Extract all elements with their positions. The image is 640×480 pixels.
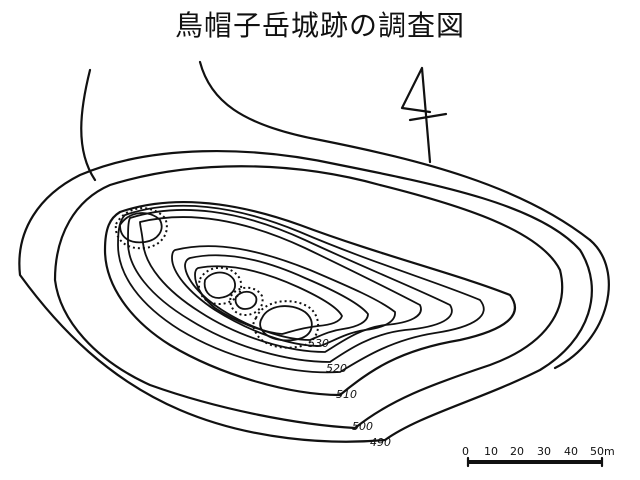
contour-500 xyxy=(53,165,564,430)
outer-boundary-top xyxy=(198,60,592,242)
outer-boundary-right xyxy=(553,238,610,370)
contour-label-520: 520 xyxy=(326,362,347,375)
scale-tick-30: 30 xyxy=(537,445,551,458)
outer-boundary-left xyxy=(80,68,97,182)
summit-north-hachure xyxy=(198,266,243,306)
scale-tick-0: 0 xyxy=(462,445,469,458)
scale-bar-fill xyxy=(468,460,602,464)
scale-tick-40: 40 xyxy=(564,445,578,458)
contour-label-490: 490 xyxy=(370,436,391,449)
scale-tick-20: 20 xyxy=(510,445,524,458)
contour-inner-1 xyxy=(127,209,453,363)
summit-main-plateau xyxy=(259,305,313,342)
contour-510 xyxy=(103,201,516,397)
summit-west-hachure xyxy=(114,207,168,250)
contour-530 xyxy=(184,254,369,341)
contour-label-510: 510 xyxy=(336,388,357,401)
contour-label-500: 500 xyxy=(352,420,373,433)
contour-inner-3 xyxy=(171,245,396,347)
scale-bar: 0 10 20 30 40 50m xyxy=(462,445,615,468)
scale-tick-50m: 50m xyxy=(590,445,615,458)
summit-north-plateau xyxy=(203,271,236,299)
summit-middle-plateau xyxy=(234,290,258,310)
contour-490 xyxy=(18,149,593,443)
scale-tick-10: 10 xyxy=(484,445,498,458)
north-arrow-icon xyxy=(400,66,448,164)
map-title: 鳥帽子岳城跡の調査図 xyxy=(174,9,465,42)
summit-middle-hachure xyxy=(229,286,264,317)
contour-label-530: 530 xyxy=(308,337,329,350)
summit-main-hachure xyxy=(252,300,319,349)
summit-west-plateau xyxy=(119,212,163,244)
contour-520 xyxy=(117,204,485,374)
contour-inner-5 xyxy=(194,265,343,335)
